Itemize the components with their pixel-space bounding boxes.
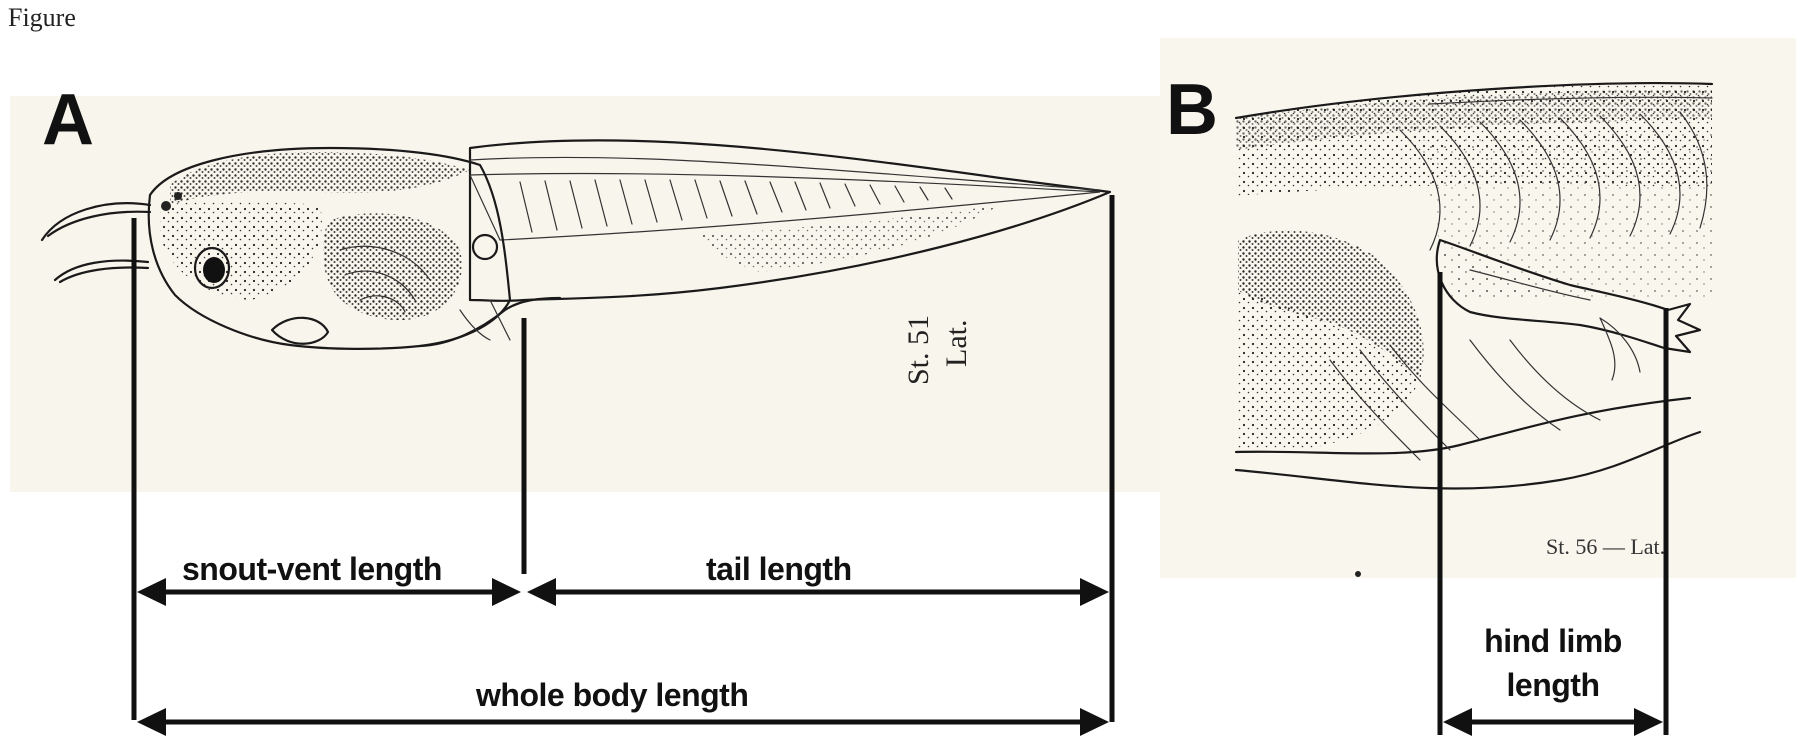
hind-limb-length-arrow [1443,708,1663,736]
tail-length-label: tail length [706,551,852,587]
snout-vent-length-label: snout-vent length [182,551,442,587]
stage-label-b: St. 56 — Lat. [1546,534,1665,559]
whole-body-length-label: whole body length [475,677,748,713]
svg-text:St. 51: St. 51 [902,315,935,385]
panel-a: St. 51 Lat. A snout-vent length tail len… [10,80,1160,736]
figure-caption: Figure [8,3,76,32]
panel-letter-a: A [42,80,94,160]
svg-text:Lat.: Lat. [940,320,973,367]
panel-b: St. 56 — Lat. B hind limb length [1160,38,1796,736]
hind-limb-length-label: hind limb [1484,623,1622,659]
panel-a-paper [10,96,1160,492]
hind-limb-length-label-line2: length [1507,667,1600,703]
panel-letter-b: B [1166,70,1218,150]
